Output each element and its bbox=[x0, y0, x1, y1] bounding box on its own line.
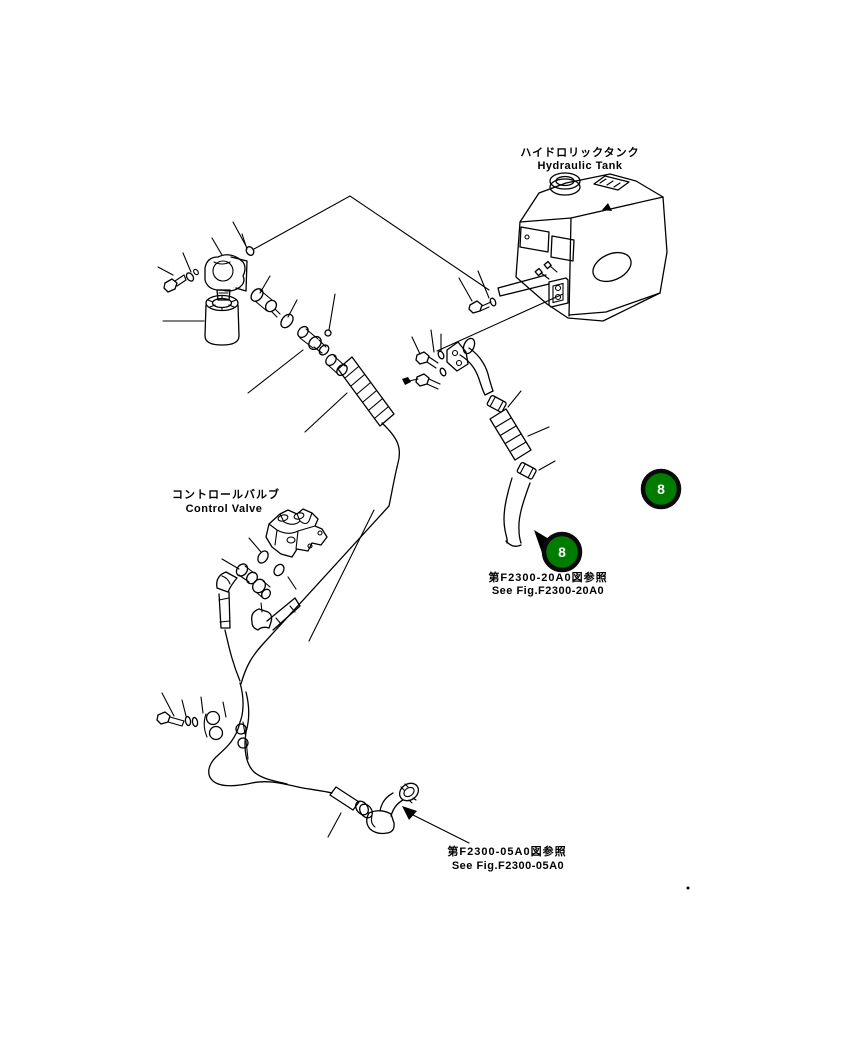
callout-circle[interactable] bbox=[541, 531, 583, 573]
tank-label-en: Hydraulic Tank bbox=[537, 160, 622, 172]
ref-tank-label-jp: 第F2300-20A0図参照 bbox=[488, 570, 607, 584]
callout-circle[interactable] bbox=[640, 468, 682, 510]
leader-lines bbox=[157, 195, 690, 890]
hydraulic-tank-drawing bbox=[462, 172, 668, 355]
callout-8-hose-end[interactable]: 8 bbox=[541, 531, 583, 573]
valve-label-en: Control Valve bbox=[186, 503, 263, 515]
ref-tank-label-en: See Fig.F2300-20A0 bbox=[492, 585, 604, 597]
period-dot bbox=[686, 886, 690, 890]
reference-arrow-icon bbox=[534, 530, 549, 553]
orientation-arrow-icon bbox=[602, 203, 612, 211]
filter-assembly-drawing bbox=[162, 254, 401, 685]
ref-line-label-jp: 第F2300-05A0図参照 bbox=[447, 844, 566, 858]
tank-label-jp: ハイドロリックタンク bbox=[520, 146, 639, 159]
reference-arrow-icon bbox=[402, 806, 417, 820]
control-valve-drawing bbox=[235, 508, 328, 600]
valve-hoses-drawing bbox=[156, 571, 470, 844]
valve-label-jp: コントロールバルブ bbox=[172, 487, 280, 501]
callout-number: 8 bbox=[657, 481, 665, 497]
callout-8-tank-hose[interactable]: 8 bbox=[640, 468, 682, 510]
callout-number: 8 bbox=[558, 544, 566, 560]
ref-line-label-en: See Fig.F2300-05A0 bbox=[452, 860, 564, 872]
tank-return-piping-drawing bbox=[402, 341, 549, 553]
